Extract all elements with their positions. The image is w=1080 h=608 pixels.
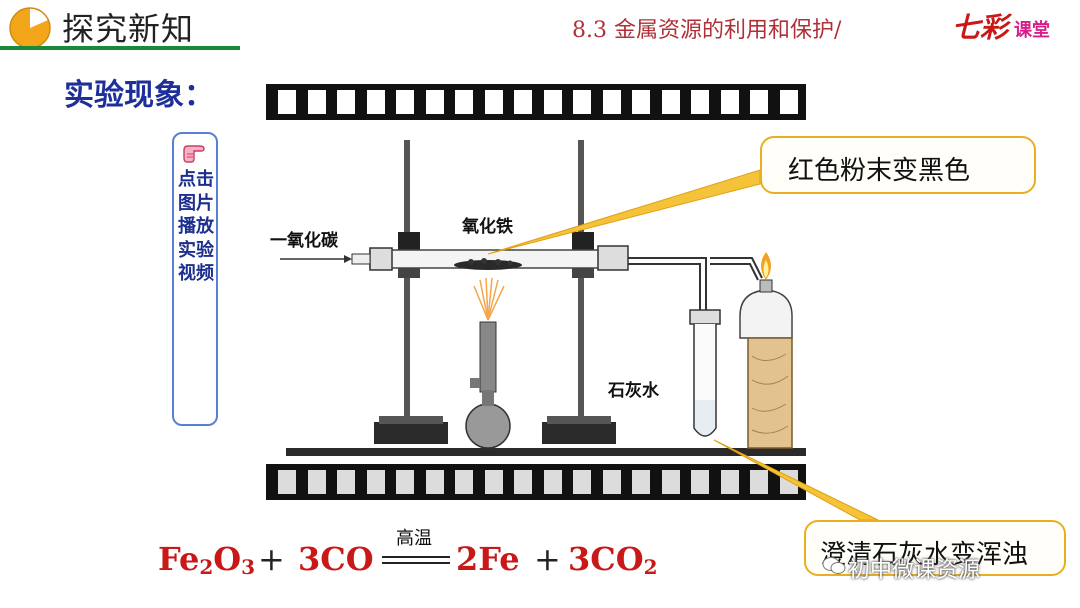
film-hole: [337, 90, 355, 114]
film-hole: [366, 90, 385, 114]
callout-limewater-turbid: 澄清石灰水变浑浊: [804, 520, 1066, 576]
film-hole: [366, 470, 385, 494]
wechat-icon: [822, 557, 846, 574]
film-hole: [307, 470, 326, 494]
section-title: 探究新知: [62, 10, 195, 48]
brand-logo: 七彩: [952, 11, 1009, 44]
label-carbon-monoxide: 一氧化碳: [270, 231, 338, 251]
brand-logo-sub: 课堂: [1014, 20, 1050, 41]
film-hole: [543, 90, 562, 114]
film-hole: [396, 470, 414, 494]
film-hole: [425, 90, 444, 114]
film-hole: [455, 90, 473, 114]
play-video-button[interactable]: 点击图片播放实验视频: [172, 132, 218, 426]
equation-plus-2: +: [534, 540, 561, 578]
film-hole: [514, 470, 532, 494]
film-hole: [632, 90, 650, 114]
experiment-heading: 实验现象：: [64, 78, 214, 113]
film-hole: [720, 90, 739, 114]
label-iron-oxide: 氧化铁: [462, 217, 513, 237]
pointing-hand-icon: [183, 145, 205, 163]
equation-product-co2: 3CO2: [568, 540, 658, 579]
film-hole: [661, 470, 680, 494]
label-limewater: 石灰水: [608, 381, 659, 401]
film-hole: [661, 90, 680, 114]
film-hole: [278, 90, 296, 114]
lesson-title: 8.3 金属资源的利用和保护/: [572, 18, 842, 43]
apparatus-illustration: [280, 140, 806, 456]
film-hole: [750, 470, 768, 494]
film-hole: [632, 470, 650, 494]
film-hole: [573, 470, 591, 494]
film-hole: [602, 470, 621, 494]
film-hole: [573, 90, 591, 114]
film-hole: [396, 90, 414, 114]
equation-reactant-co: 3CO: [298, 540, 374, 578]
film-hole: [455, 470, 473, 494]
equation-condition: 高温: [396, 528, 432, 549]
film-hole: [484, 90, 503, 114]
equation-product-fe: 2Fe: [456, 540, 520, 578]
film-hole: [337, 470, 355, 494]
film-hole: [691, 90, 709, 114]
film-hole: [514, 90, 532, 114]
film-hole: [484, 470, 503, 494]
film-strip-bottom: [266, 464, 806, 500]
watermark-text: 初中微课资源: [848, 558, 981, 583]
play-video-label: 点击图片播放实验视频: [178, 169, 214, 284]
film-hole: [602, 90, 621, 114]
equation-equal-line-top: [382, 556, 450, 558]
equation-equal-line-bottom: [382, 562, 450, 564]
pie-chart-icon: [9, 7, 51, 49]
equation-plus-1: +: [258, 540, 285, 578]
equation-reactant-fe2o3: Fe2O3: [158, 540, 256, 579]
film-hole: [307, 90, 326, 114]
film-hole: [691, 470, 709, 494]
film-hole: [543, 470, 562, 494]
film-hole: [720, 470, 739, 494]
film-hole: [779, 90, 798, 114]
film-hole: [278, 470, 296, 494]
film-hole: [425, 470, 444, 494]
film-strip-top: [266, 84, 806, 120]
callout-red-powder-blackens: 红色粉末变黑色: [760, 136, 1036, 194]
film-hole: [750, 90, 768, 114]
title-underline: [0, 46, 240, 50]
experiment-diagram[interactable]: 一氧化碳 氧化铁 石灰水: [266, 120, 806, 464]
